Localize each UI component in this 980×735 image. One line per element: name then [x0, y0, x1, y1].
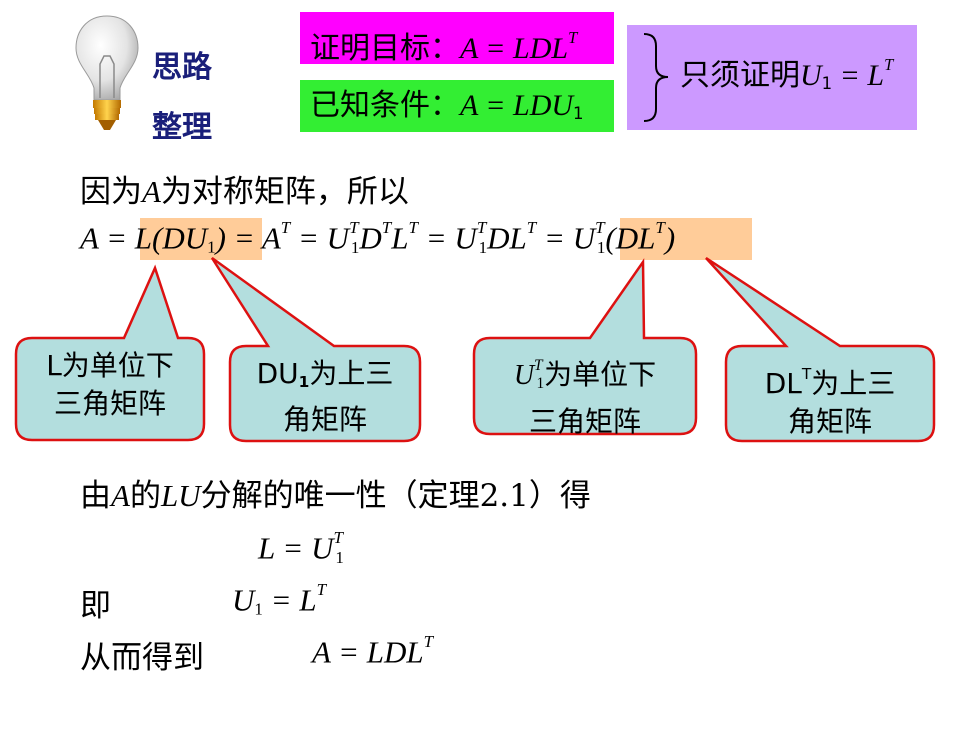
highlight-right	[620, 218, 752, 260]
goal-formula: A = LDLT	[460, 28, 578, 65]
callout-3-text: UT1为单位下 三角矩阵	[513, 357, 657, 438]
callout-4-text: DLT为上三 角矩阵	[764, 365, 896, 438]
callout-2-text: DU1为上三 角矩阵	[256, 357, 394, 436]
uniqueness-statement: 由A的LU分解的唯一性（定理2.1）得	[80, 478, 591, 514]
need-text: 只须证明U1 = LT	[680, 55, 894, 94]
result-equation: A = LDLT	[312, 632, 434, 670]
l-equals-ut: L = UT1	[258, 528, 344, 567]
main-equation: A = L(DU1) = AT = UT1DTLT = UT1DLT = UT1…	[80, 218, 676, 257]
ji-label: 即	[80, 588, 111, 624]
goal-prefix: 证明目标：	[310, 30, 460, 66]
right-brace-icon	[643, 33, 669, 122]
known-prefix: 已知条件：	[310, 88, 460, 123]
label-zhengli: 整理	[152, 110, 212, 145]
lightbulb-icon	[75, 15, 139, 130]
goal-box: 证明目标：A = LDLT	[300, 12, 614, 66]
known-formula: A = LDU1	[460, 89, 584, 124]
callout-3-shape	[472, 258, 698, 436]
u-equals-lt: U1 = LT	[232, 580, 327, 619]
callout-4-shape	[705, 256, 936, 443]
highlight-left	[140, 218, 262, 260]
callout-1-text: L为单位下 三角矩阵	[46, 349, 174, 420]
callout-1-shape	[14, 264, 206, 442]
result-label: 从而得到	[80, 640, 204, 676]
need-box	[627, 25, 917, 130]
callout-2-shape	[210, 256, 422, 443]
label-silu: 思路	[152, 50, 212, 85]
known-box: 已知条件：A = LDU1	[300, 80, 614, 132]
symmetric-statement: 因为A为对称矩阵，所以	[80, 174, 409, 210]
